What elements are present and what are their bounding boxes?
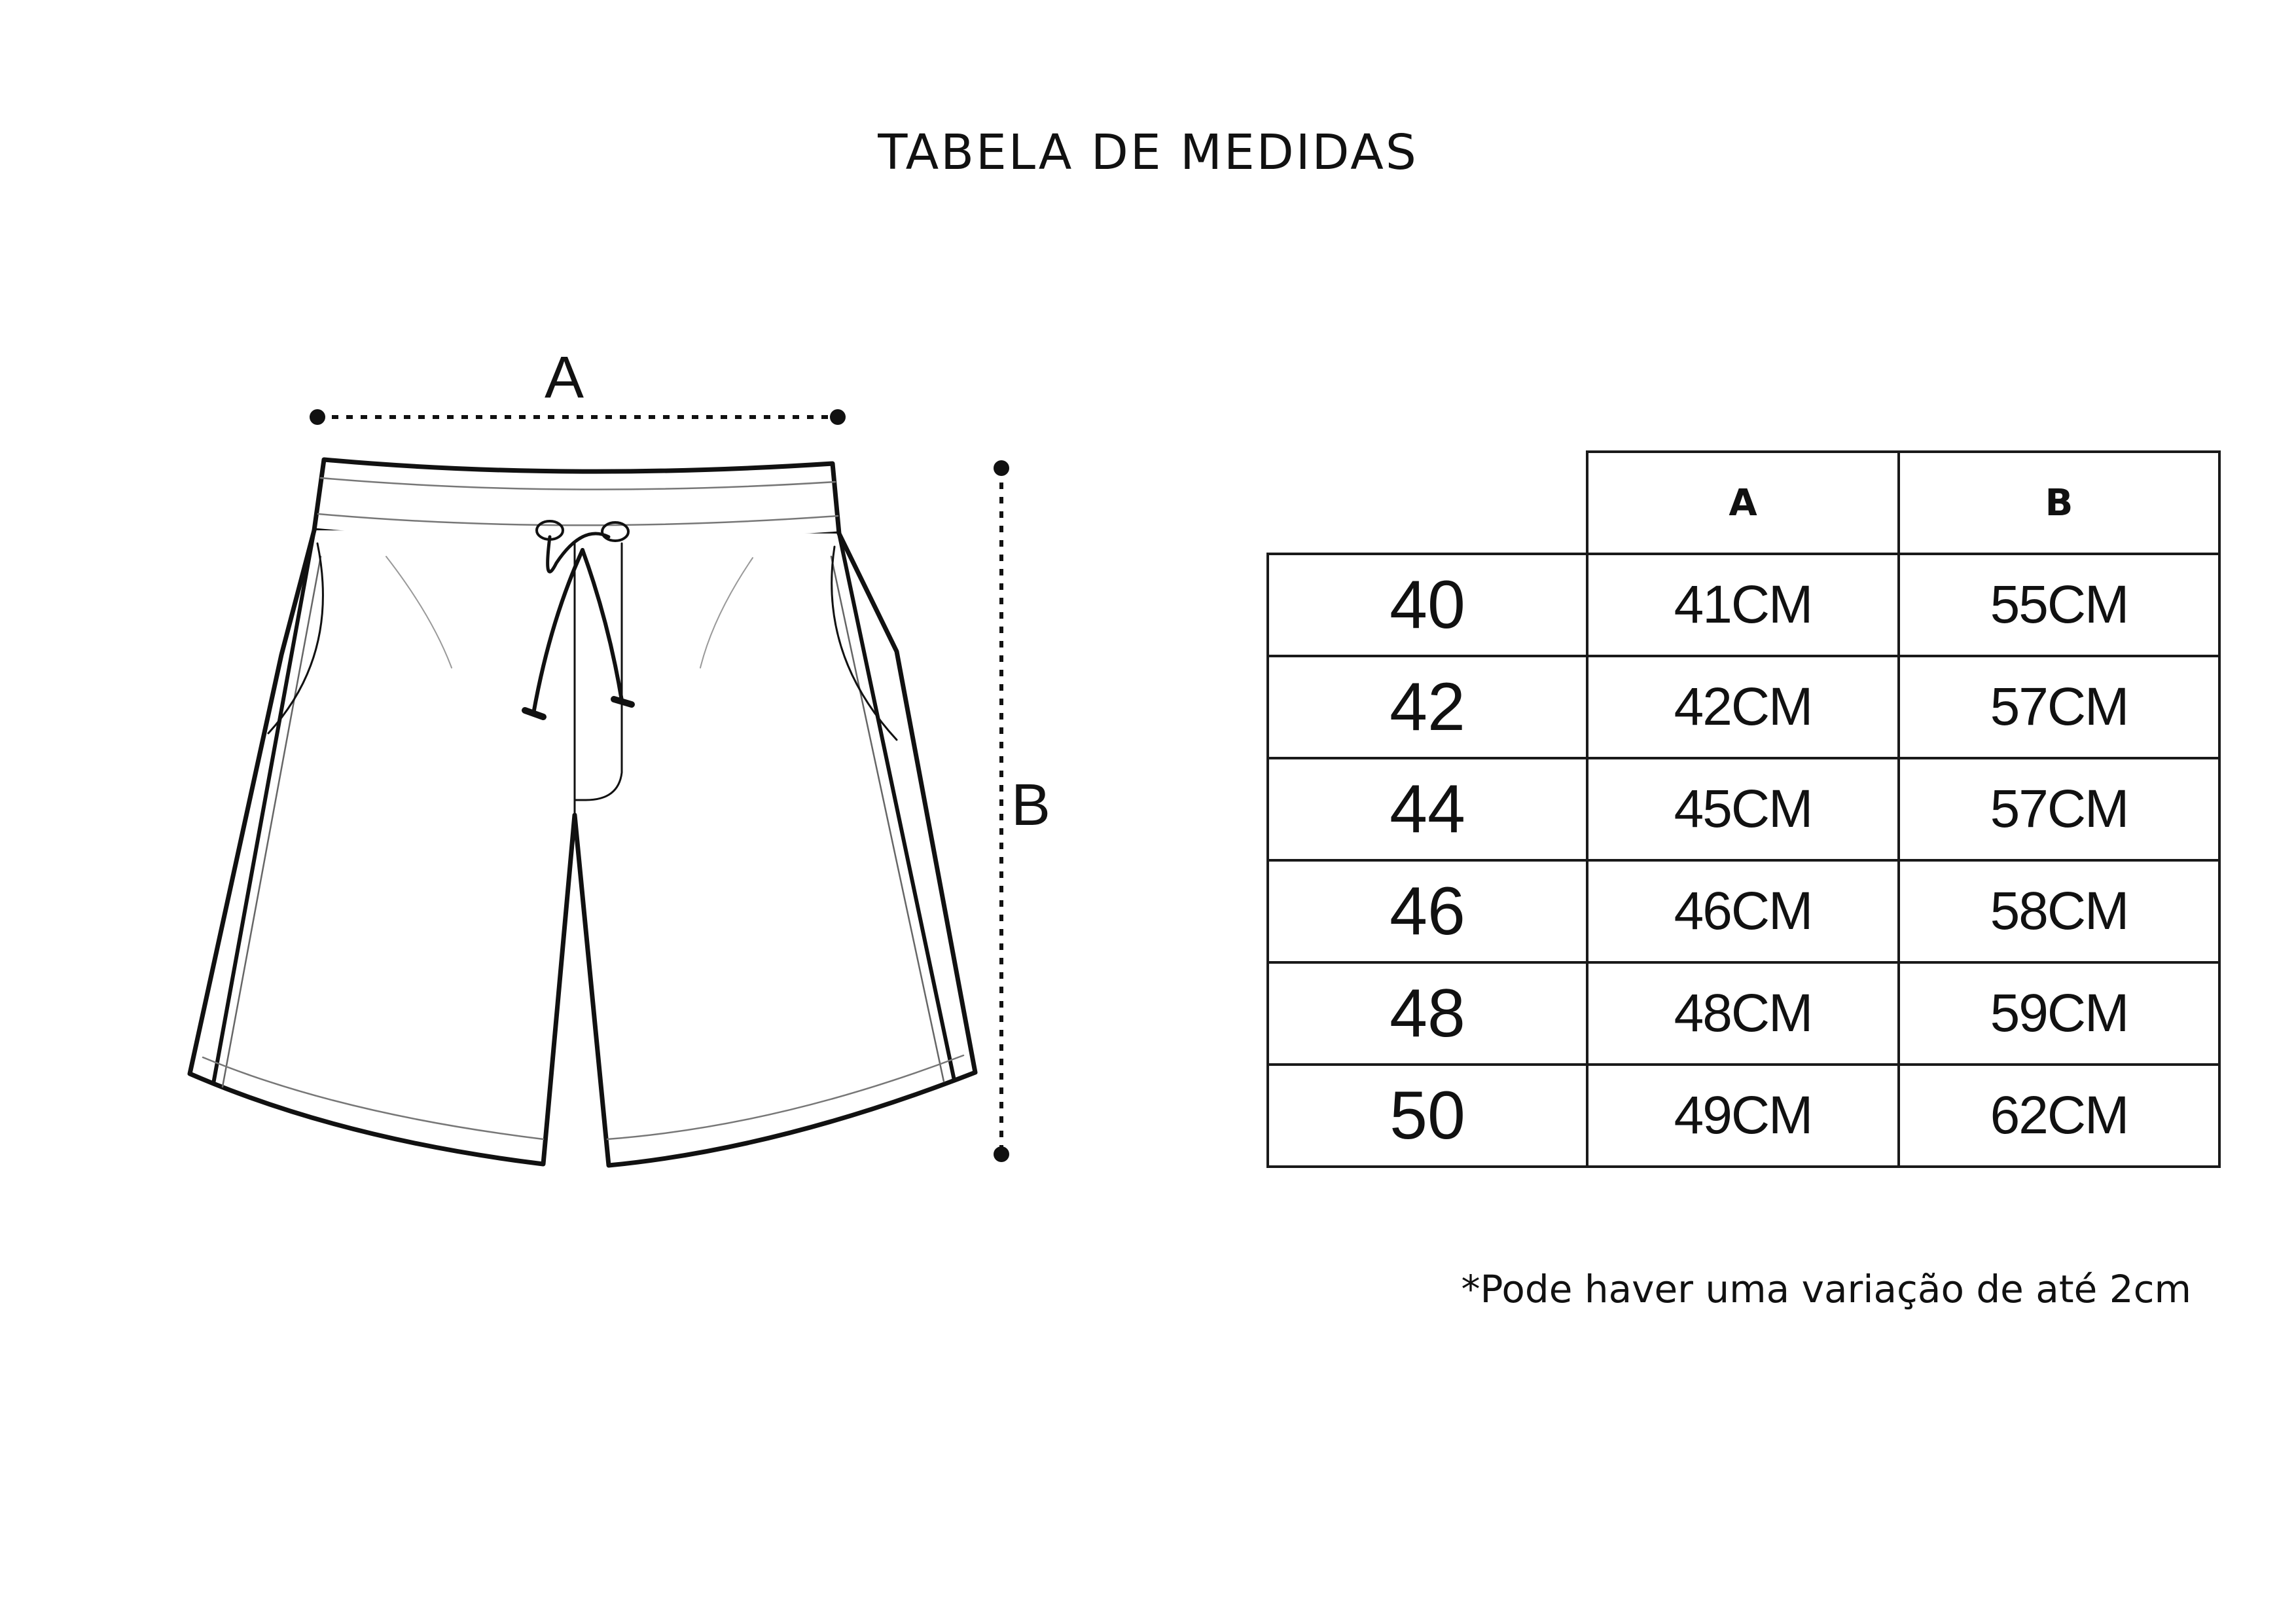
variation-footnote: *Pode haver uma variação de até 2cm <box>1461 1267 2191 1311</box>
table-row: 50 49CM 62CM <box>1266 1063 2221 1168</box>
page-title: TABELA DE MEDIDAS <box>878 124 1418 181</box>
size-cell: 48 <box>1266 961 1588 1066</box>
measure-a-cell: 49CM <box>1586 1063 1900 1168</box>
dimension-a: A <box>310 345 846 425</box>
size-cell: 42 <box>1266 655 1588 759</box>
dimension-a-label: A <box>545 345 584 410</box>
measure-a-cell: 41CM <box>1586 553 1900 657</box>
measure-a-cell: 48CM <box>1586 961 1900 1066</box>
table-row: 42 42CM 57CM <box>1266 655 2221 759</box>
size-table: A B 40 41CM 55CM 42 42CM 57CM 44 45CM 57… <box>1266 450 2221 1168</box>
size-cell: 46 <box>1266 859 1588 964</box>
measure-a-cell: 42CM <box>1586 655 1900 759</box>
table-header-empty <box>1268 452 1588 555</box>
measure-b-cell: 62CM <box>1897 1063 2221 1168</box>
size-cell: 50 <box>1266 1063 1588 1168</box>
size-cell: 40 <box>1266 553 1588 657</box>
table-row: 40 41CM 55CM <box>1266 553 2221 657</box>
measure-b-cell: 57CM <box>1897 757 2221 862</box>
table-row: 44 45CM 57CM <box>1266 757 2221 862</box>
table-header-row: A B <box>1268 450 2221 555</box>
size-cell: 44 <box>1266 757 1588 862</box>
measure-b-cell: 55CM <box>1897 553 2221 657</box>
dimension-a-start-dot <box>310 409 325 425</box>
shorts-outline <box>187 457 978 1168</box>
measure-a-cell: 46CM <box>1586 859 1900 964</box>
table-row: 46 46CM 58CM <box>1266 859 2221 964</box>
measure-b-cell: 58CM <box>1897 859 2221 964</box>
shorts-illustration: A B <box>187 345 1050 1168</box>
table-row: 48 48CM 59CM <box>1266 961 2221 1066</box>
table-header-a: A <box>1586 450 1900 555</box>
dimension-b-label: B <box>1011 773 1050 838</box>
shorts-measurement-diagram: A B <box>124 314 1093 1257</box>
dimension-b: B <box>994 460 1050 1162</box>
measure-b-cell: 59CM <box>1897 961 2221 1066</box>
measure-a-cell: 45CM <box>1586 757 1900 862</box>
table-header-b: B <box>1897 450 2221 555</box>
dimension-a-end-dot <box>830 409 846 425</box>
dimension-b-end-dot <box>994 1146 1009 1162</box>
measure-b-cell: 57CM <box>1897 655 2221 759</box>
dimension-b-start-dot <box>994 460 1009 476</box>
